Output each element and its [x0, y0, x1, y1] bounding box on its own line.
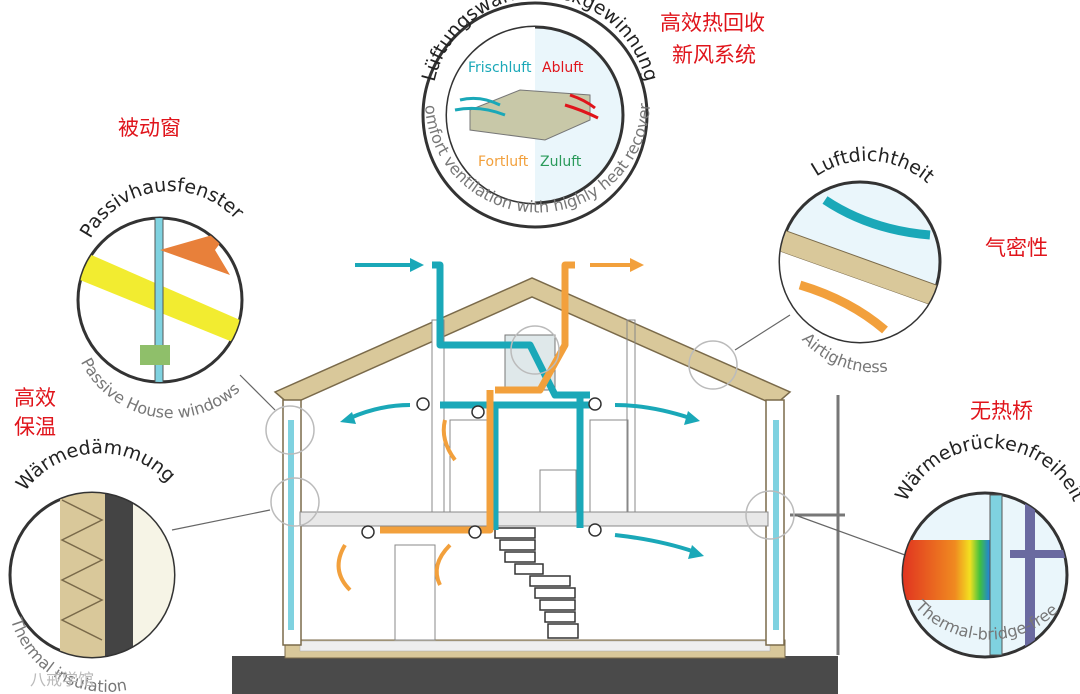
passive-window-label: 被动窗	[118, 116, 181, 140]
fortluft-label: Fortluft	[478, 154, 529, 170]
airtight-title-de: Luftdichtheit	[807, 144, 938, 188]
ventilation-callout: Frischluft Abluft Fortluft Zuluft Lüftun…	[0, 0, 662, 229]
callout-connectors	[171, 314, 906, 556]
thermal-bridge-callout: Wärmebrückenfreiheit Thermal-bridge-free	[891, 431, 1080, 659]
insulation-title-de: Wärmedämmung	[12, 436, 180, 495]
heat-recovery-label-line2: 新风系统	[672, 43, 756, 67]
watermark: 八戒学馆	[30, 670, 94, 689]
house-section	[232, 258, 845, 694]
staircase	[494, 527, 579, 639]
floor-slab	[299, 511, 769, 527]
fresh-air-in-arrow	[355, 258, 424, 272]
insulation-label-line2: 保温	[14, 415, 56, 439]
zuluft-label: Zuluft	[540, 154, 582, 170]
airtight-callout: Luftdichtheit Airtightness	[778, 144, 942, 376]
airtight-label: 气密性	[985, 236, 1048, 260]
frischluft-label: Frischluft	[468, 60, 532, 76]
exhaust-out-arrow	[590, 258, 644, 272]
abluft-label: Abluft	[542, 60, 584, 76]
no-thermal-bridge-label: 无热桥	[970, 399, 1033, 423]
insulation-callout: Wärmedämmung Thermal insulation	[7, 436, 180, 694]
window-callout: Passivhausfenster Passive House windows	[76, 174, 248, 422]
fresh-air-duct	[432, 261, 590, 530]
ground-slab	[232, 656, 838, 694]
exhaust-air-duct	[380, 261, 575, 534]
heat-recovery-label-line1: 高效热回收	[660, 11, 765, 35]
insulation-label-line1: 高效	[14, 386, 56, 410]
